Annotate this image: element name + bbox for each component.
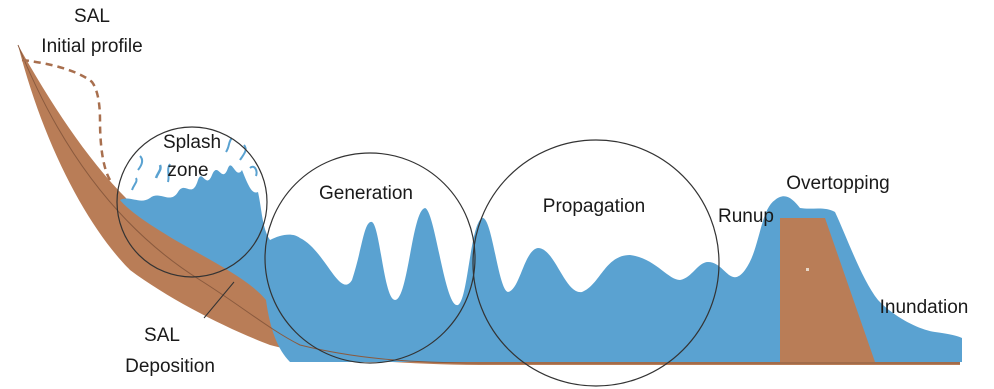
splash-droplet [154, 164, 162, 179]
propagation-circle [472, 139, 720, 387]
label-runup: Runup [718, 206, 774, 227]
splash-droplet [231, 175, 239, 191]
splash-droplet [249, 165, 258, 177]
dam-marker [806, 268, 809, 271]
splash-droplet [167, 163, 171, 183]
splash-droplet [225, 137, 233, 153]
dam-barrier [780, 218, 875, 362]
label-zone: zone [167, 160, 208, 181]
splash-droplet [137, 155, 144, 171]
label-sal-deposition-1: SAL [144, 325, 180, 346]
deposition-pointer [203, 281, 235, 319]
sal-initial-profile-dashed [21, 58, 112, 181]
splash-droplet [239, 144, 247, 161]
label-inundation: Inundation [880, 297, 969, 318]
label-sal-initial-2: Initial profile [41, 36, 142, 57]
water-body [120, 165, 962, 362]
label-sal-initial-1: SAL [74, 6, 110, 27]
splash-zone-circle [116, 126, 268, 278]
generation-circle [264, 152, 476, 364]
label-sal-deposition-2: Deposition [125, 356, 215, 377]
splash-droplet [131, 177, 138, 191]
label-generation: Generation [319, 183, 413, 204]
label-overtopping: Overtopping [786, 173, 890, 194]
slope-outline [17, 44, 960, 364]
label-propagation: Propagation [543, 196, 645, 217]
label-splash: Splash [163, 132, 221, 153]
